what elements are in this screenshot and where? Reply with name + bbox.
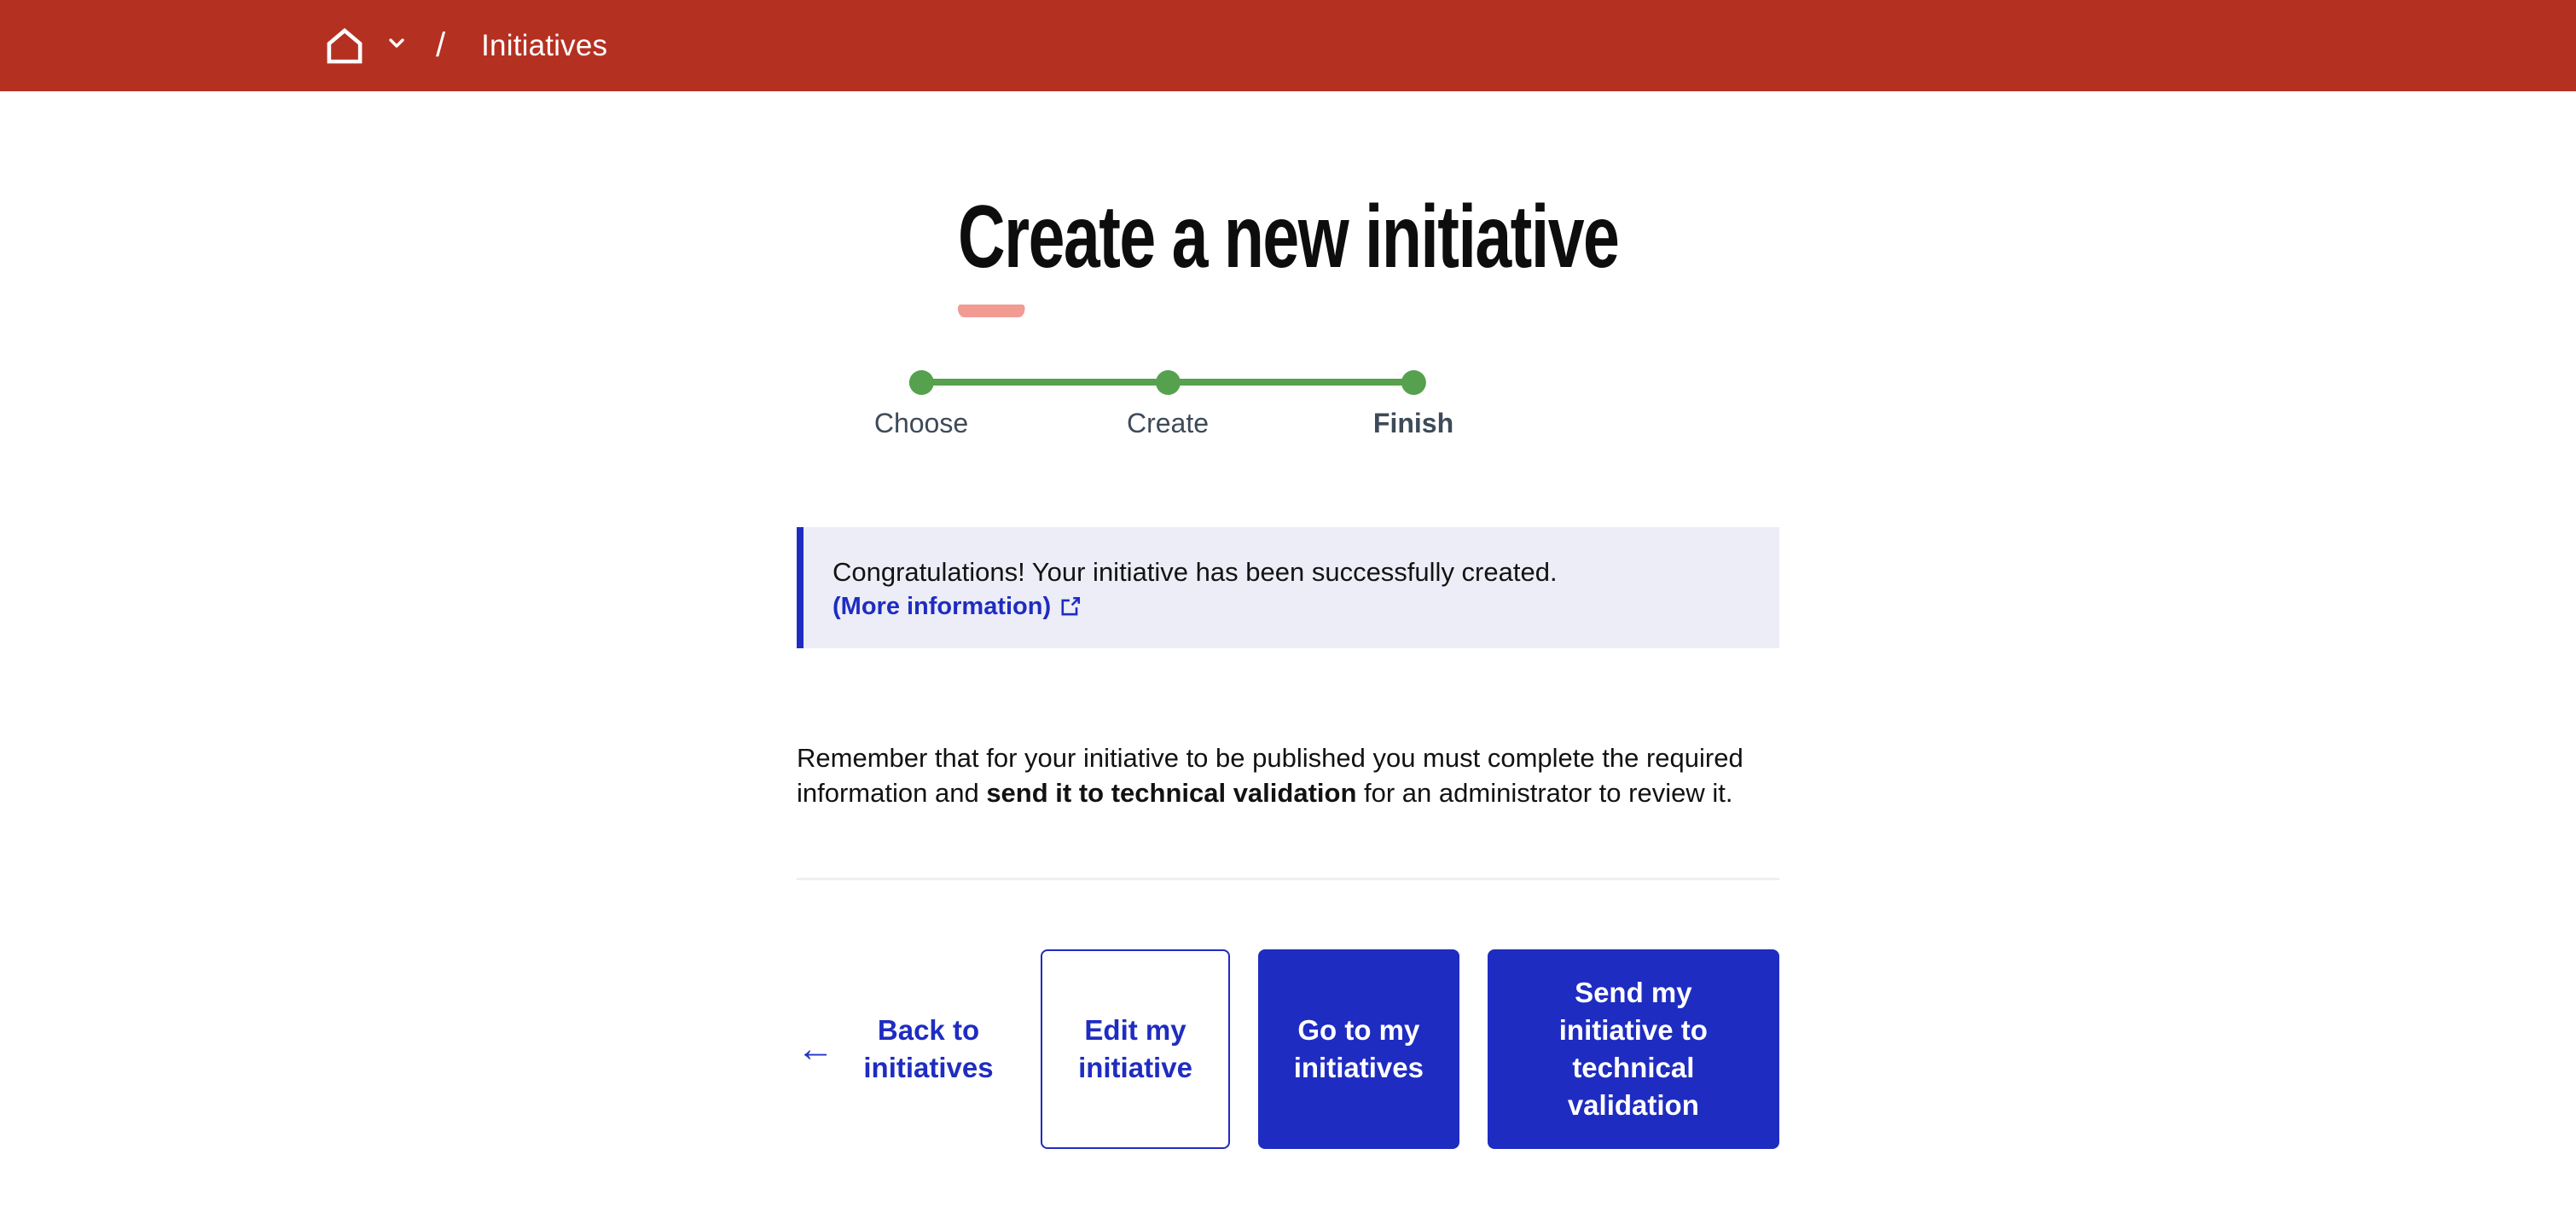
- top-navbar: / Initiatives: [0, 0, 2576, 91]
- home-link[interactable]: [325, 27, 364, 64]
- back-to-initiatives-link[interactable]: ← Back to initiatives: [797, 1012, 1007, 1087]
- callout-message: Congratulations! Your initiative has bee…: [833, 557, 1558, 588]
- chevron-down-icon: [386, 36, 407, 55]
- breadcrumb-item-initiatives[interactable]: Initiatives: [481, 28, 608, 62]
- reminder-text-start: Remember that for your initiative to be …: [797, 743, 1743, 809]
- success-callout: Congratulations! Your initiative has bee…: [797, 527, 1779, 649]
- section-divider: [797, 878, 1779, 881]
- back-to-initiatives-label: Back to initiatives: [863, 1014, 994, 1084]
- step-create: Create: [1127, 370, 1209, 439]
- step-dot: [1155, 370, 1181, 396]
- step-label-choose: Choose: [873, 408, 969, 439]
- step-choose: Choose: [874, 370, 968, 439]
- step-label-finish: Finish: [1372, 408, 1454, 439]
- reminder-text: Remember that for your initiative to be …: [797, 740, 1779, 810]
- go-to-initiatives-button[interactable]: Go to my initiatives: [1258, 949, 1459, 1150]
- action-buttons-row: ← Back to initiatives Edit my initiative…: [797, 949, 1779, 1150]
- step-label-create: Create: [1126, 408, 1210, 439]
- reminder-text-end: for an administrator to review it.: [1356, 778, 1733, 809]
- edit-initiative-button[interactable]: Edit my initiative: [1041, 949, 1231, 1150]
- wizard-steps: Choose Create Finish: [797, 370, 1779, 444]
- left-arrow-icon: ←: [797, 1028, 834, 1070]
- step-dot: [1401, 370, 1426, 396]
- main-content: Create a new initiative Choose Create Fi…: [0, 190, 2576, 1150]
- external-link-icon: [1059, 595, 1082, 618]
- title-section: Create a new initiative: [797, 190, 1779, 317]
- step-dot: [908, 370, 934, 396]
- home-icon: [325, 27, 364, 64]
- more-information-link[interactable]: (More information): [833, 590, 1082, 623]
- page-title: Create a new initiative: [958, 190, 1620, 317]
- reminder-text-bold: send it to technical validation: [986, 778, 1357, 809]
- breadcrumb-expand-button[interactable]: [386, 36, 407, 55]
- breadcrumb-separator: /: [436, 26, 446, 64]
- step-finish: Finish: [1373, 370, 1453, 439]
- send-to-validation-button[interactable]: Send my initiative to technical validati…: [1487, 949, 1779, 1150]
- more-information-label: (More information): [833, 593, 1052, 621]
